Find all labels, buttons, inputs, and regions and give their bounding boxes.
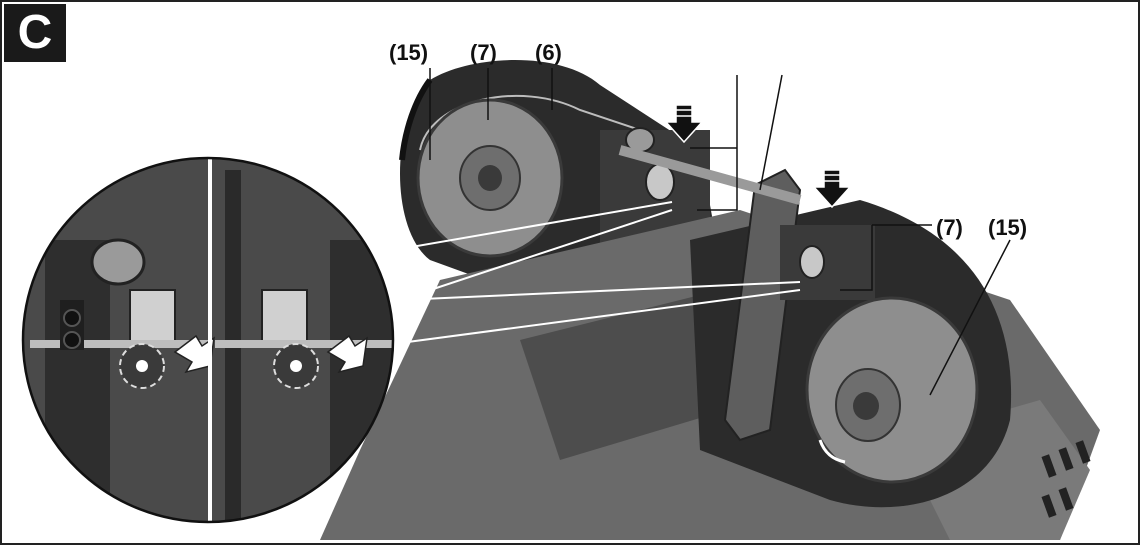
callout-7-right: (7) xyxy=(936,215,963,240)
magnifier-outline xyxy=(21,156,395,524)
push-arrow-lower-icon xyxy=(812,169,852,209)
leader-lines xyxy=(429,68,1011,396)
callout-15-right: (15) xyxy=(988,215,1028,240)
lower-wheel xyxy=(805,296,979,484)
callout-7-top: (7) xyxy=(470,40,497,65)
callout-15-top: (15) xyxy=(389,40,429,65)
upper-wheel xyxy=(416,98,564,258)
saw-blade xyxy=(618,145,802,205)
detail-magnifier xyxy=(23,158,393,522)
push-arrow-upper-icon xyxy=(664,104,704,144)
lower-guide-bearing xyxy=(780,225,875,300)
panel-letter: C xyxy=(4,4,66,62)
callout-6-top: (6) xyxy=(535,40,562,65)
zoom-lines xyxy=(364,201,801,346)
